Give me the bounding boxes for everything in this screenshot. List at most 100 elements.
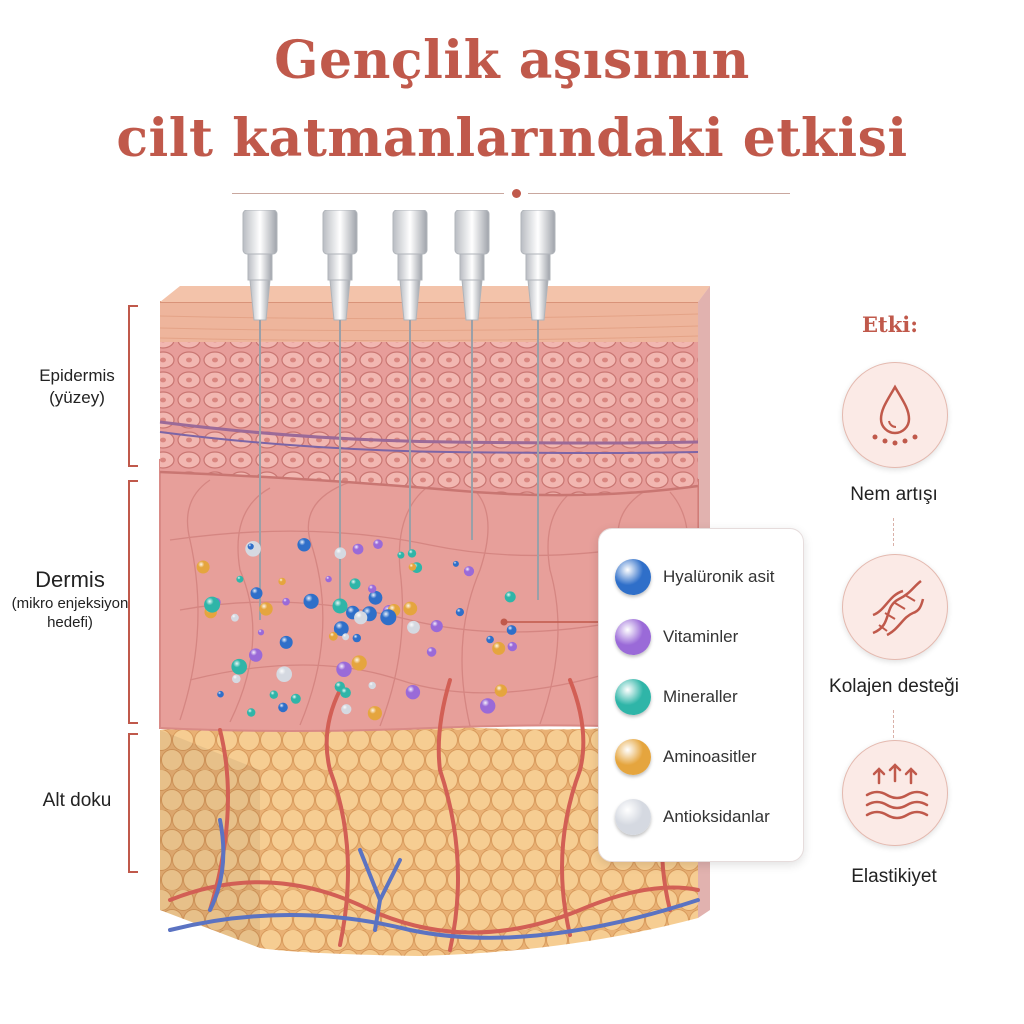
title-line-1: Gençlik aşısının [274,30,750,91]
ingredient-bead [403,601,418,616]
ingredient-bead [334,547,347,559]
antioxidants-bead-icon [615,799,651,835]
title-divider-right [528,193,790,194]
effect-circle-collagen [842,554,948,660]
ingredient-bead [367,706,382,721]
needle [520,210,556,600]
ingredient-bead [373,539,383,549]
epidermis-label-note: (yüzey) [49,388,105,407]
ingredient-bead [297,538,311,552]
ingredient-bead [507,641,517,652]
effect-label-moisture: Nem artışı [850,484,938,505]
ingredient-bead [232,674,241,684]
ingredient-bead [278,577,286,586]
needle [392,210,428,555]
legend-item-hyaluronic-acid: Hyalüronik asit [615,555,801,599]
dermis-label-name: Dermis [35,567,105,592]
dermis-bracket [128,480,138,724]
ingredient-bead [333,621,349,636]
ingredient-bead [336,661,352,677]
dermis-label-note-1: (mikro enjeksiyon [11,595,129,612]
ingredient-bead [405,685,421,700]
subcutis-bracket [128,733,138,873]
needle [242,210,278,620]
ingredient-bead [196,560,210,574]
skin-cross-section [159,210,710,956]
legend-label-antioxidants: Antioksidanlar [663,807,770,826]
ingredient-bead [217,690,224,698]
ingredient-bead [231,613,239,622]
ingredient-bead [455,608,464,617]
ingredient-bead [236,575,244,583]
ingredient-bead [204,596,221,613]
vitamins-bead-icon [615,619,651,655]
ingredient-bead [380,609,397,626]
ingredient-bead [340,687,351,698]
ingredient-bead [250,587,263,600]
ingredient-bead [426,647,437,657]
active-ingredient-beads [196,538,517,721]
micro-needles [242,210,556,620]
ingredient-bead [249,648,263,662]
effects-connector-1 [893,518,894,546]
ingredient-bead [282,597,290,606]
ingredient-bead [397,551,405,559]
legend-item-amino-acids: Aminoasitler [615,735,801,779]
epidermis-label: Epidermis (yüzey) [22,365,132,409]
ingredient-bead [349,578,361,590]
ingredient-bead [325,575,332,583]
ingredient-bead [506,625,517,635]
legend-label-hyaluronic-acid: Hyalüronik asit [663,567,775,586]
ingredient-bead [463,566,475,577]
ingredient-bead [368,681,376,690]
dermis-label: Dermis (mikro enjeksiyon hedefi) [8,566,132,632]
ingredient-bead [341,704,352,715]
water-drop-icon [872,384,918,446]
hyaluronic-acid-bead-icon [615,559,651,595]
legend-item-vitamins: Vitaminler [615,615,801,659]
legend-label-minerals: Mineraller [663,687,738,706]
legend-item-antioxidants: Antioksidanlar [615,795,801,839]
ingredient-bead [269,690,278,699]
ingredient-bead [352,633,361,643]
ingredient-bead [276,666,292,682]
epidermis-label-name: Epidermis [39,366,115,385]
ingredient-bead [492,641,506,655]
effects-title: Etki: [862,312,918,337]
ingredient-bead [278,702,288,713]
effect-label-collagen: Kolajen desteği [829,676,959,697]
ingredient-bead [354,611,368,625]
ingredient-bead [408,563,417,571]
ingredient-bead [430,620,443,633]
legend-item-minerals: Mineraller [615,675,801,719]
needle [454,210,490,540]
ingredient-bead [352,543,364,555]
ingredient-bead [247,543,254,550]
ingredient-bead [407,549,417,558]
ingredient-bead [279,635,293,649]
effect-circle-moisture [842,362,948,468]
legend-label-vitamins: Vitaminler [663,627,739,646]
dermis-layer [159,458,699,732]
minerals-bead-icon [615,679,651,715]
ingredient-bead [257,629,265,636]
title-divider-left [232,193,504,194]
legend-label-amino-acids: Aminoasitler [663,747,757,766]
ingredient-bead [303,593,319,609]
legend-connector-dot [500,618,508,626]
ingredient-bead [247,708,256,717]
dermis-label-note-2: hedefi) [47,614,93,631]
effects-connector-2 [893,710,894,738]
ingredient-bead [368,584,377,593]
ingredient-bead [245,541,261,557]
ingredient-bead [494,684,508,697]
ingredients-legend: Hyalüronik asit Vitaminler Mineraller Am… [598,528,804,862]
ingredient-bead [342,633,350,641]
ingredient-bead [328,631,338,641]
effect-circle-elasticity [842,740,948,846]
title-line-2: cilt katmanlarındaki etkisi [116,108,908,169]
ingredient-bead [351,655,367,671]
ingredient-bead [452,560,459,567]
amino-acids-bead-icon [615,739,651,775]
title-divider-dot [512,189,521,198]
